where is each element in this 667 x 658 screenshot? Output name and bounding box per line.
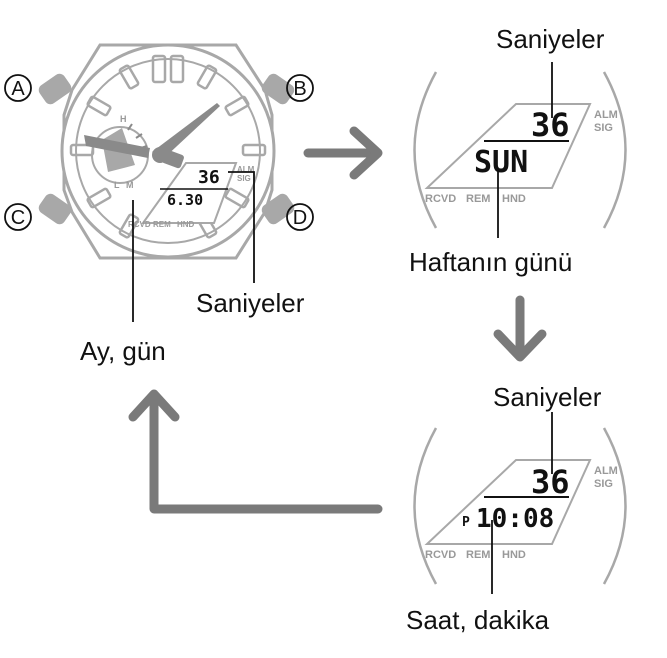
button-c-shape[interactable] xyxy=(36,191,73,226)
arrow-right xyxy=(303,126,383,180)
watch-dial xyxy=(75,58,261,244)
watch-rcvd: RCVD xyxy=(128,220,151,229)
label-hour-minute: Saat, dakika xyxy=(406,605,550,635)
button-b-shape[interactable] xyxy=(259,71,296,106)
label-month-day: Ay, gün xyxy=(80,336,166,366)
hand-counterweight xyxy=(162,149,184,169)
watch-alm: ALM xyxy=(237,165,255,174)
bottom-hnd: HND xyxy=(502,549,526,561)
label-seconds-top: Saniyeler xyxy=(496,24,605,54)
bottom-rem: REM xyxy=(466,549,490,561)
bottom-sig: SIG xyxy=(594,478,613,490)
top-alm: ALM xyxy=(594,109,618,121)
label-seconds-watch: Saniyeler xyxy=(196,288,305,318)
subdial-l: L xyxy=(114,180,120,190)
leader-seconds-watch xyxy=(228,171,255,283)
watch-case xyxy=(62,43,274,260)
label-seconds-bottom: Saniyeler xyxy=(493,382,602,412)
top-seconds: 36 xyxy=(531,106,570,144)
bottom-main: 10:08 xyxy=(476,504,554,534)
top-rem: REM xyxy=(466,193,490,205)
minute-hand xyxy=(152,103,220,160)
arrow-return xyxy=(128,389,383,514)
display-bottom: 36 ALM SIG P 10:08 RCVD REM HND xyxy=(413,427,627,585)
display-bottom-right-arc xyxy=(602,427,627,585)
top-main: SUN xyxy=(474,145,528,180)
arrow-down xyxy=(493,295,547,362)
button-d-circle xyxy=(286,203,314,231)
watch: H L M 36 ALM SIG 6.30 RCVD REM HND xyxy=(36,43,296,260)
subdial-m: M xyxy=(126,180,134,190)
button-c-label[interactable]: C xyxy=(11,207,25,229)
bottom-seconds: 36 xyxy=(531,463,570,501)
bottom-pm: P xyxy=(462,515,470,530)
display-top: 36 ALM SIG SUN RCVD REM HND xyxy=(413,71,627,229)
digital-window xyxy=(141,162,238,224)
watch-seconds: 36 xyxy=(198,167,220,188)
button-a-circle xyxy=(4,74,32,102)
display-top-right-arc xyxy=(602,71,627,229)
display-bottom-left-arc xyxy=(413,427,438,585)
button-a-shape[interactable] xyxy=(36,71,73,106)
top-hnd: HND xyxy=(502,193,526,205)
top-rcvd: RCVD xyxy=(425,193,456,205)
button-labels: A B C D xyxy=(4,74,314,231)
watch-rem: REM xyxy=(153,220,171,229)
display-top-window xyxy=(424,103,592,189)
hour-hand xyxy=(84,135,150,158)
top-sig: SIG xyxy=(594,122,613,134)
display-bottom-window xyxy=(424,459,592,545)
bottom-alm: ALM xyxy=(594,465,618,477)
watch-hnd: HND xyxy=(177,220,195,229)
bottom-rcvd: RCVD xyxy=(425,549,456,561)
display-top-left-arc xyxy=(413,71,438,229)
label-weekday: Haftanın günü xyxy=(409,247,572,277)
button-b-label[interactable]: B xyxy=(293,78,306,100)
button-b-circle xyxy=(286,74,314,102)
subdial-h: H xyxy=(120,114,127,124)
button-c-circle xyxy=(4,203,32,231)
watch-sig: SIG xyxy=(237,174,251,183)
button-d-label[interactable]: D xyxy=(293,207,307,229)
button-a-label[interactable]: A xyxy=(11,78,25,100)
watch-date: 6.30 xyxy=(167,191,203,209)
